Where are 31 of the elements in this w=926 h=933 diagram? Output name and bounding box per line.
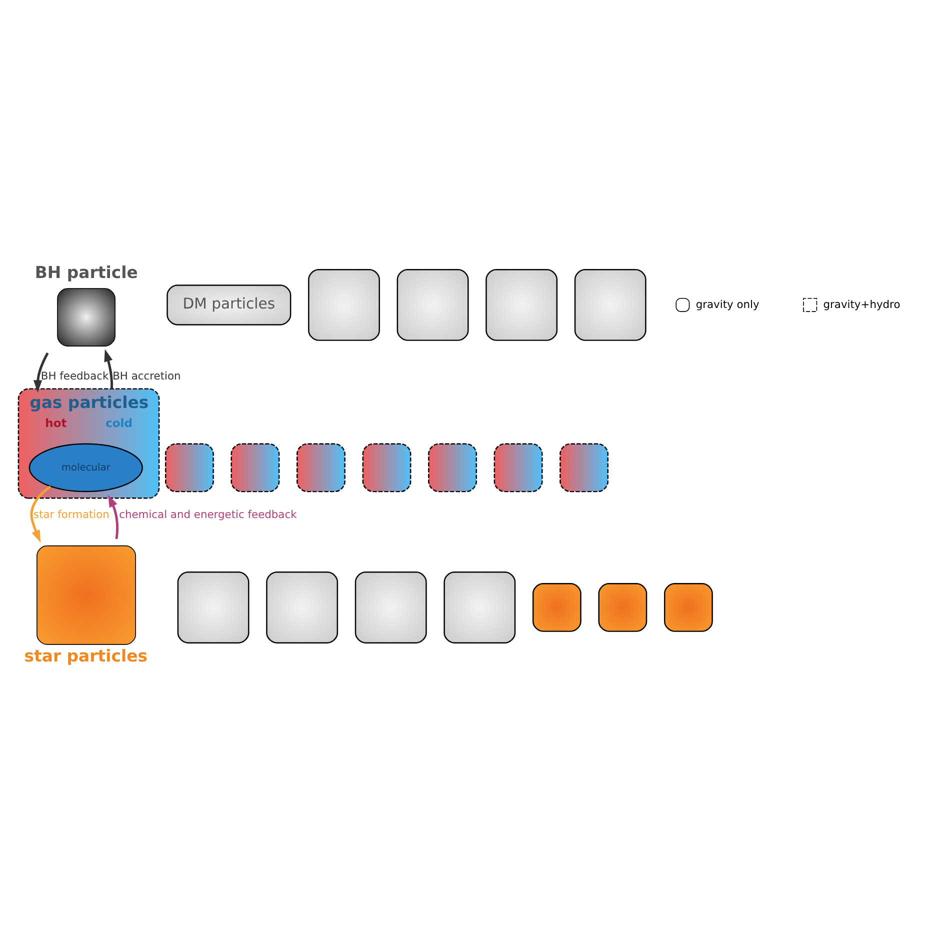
- legend-label: gravity+hydro: [823, 298, 900, 311]
- node-box: [494, 443, 543, 492]
- node-box: [177, 572, 250, 644]
- node-ellipse: molecular: [28, 443, 143, 492]
- edge-label: chemical and energetic feedback: [119, 508, 297, 522]
- edge-label: BH accretion: [112, 369, 181, 382]
- edge-label: BH feedback: [40, 369, 109, 382]
- node-box: [230, 443, 280, 492]
- node-box: [574, 269, 646, 341]
- arrow: [104, 349, 114, 389]
- node-box: [598, 583, 648, 632]
- node-box: [296, 443, 346, 492]
- node-box: [354, 572, 427, 644]
- node-box: [560, 443, 608, 492]
- node-box: [664, 583, 713, 632]
- arrow: [33, 352, 49, 393]
- node-box: [428, 443, 477, 492]
- arrow: [108, 494, 119, 540]
- node-box: [362, 443, 412, 492]
- node-box: [486, 269, 558, 341]
- node-label: star particles: [24, 646, 148, 666]
- node-box: [444, 572, 516, 644]
- edge-label: star formation: [34, 508, 110, 522]
- node-label: BH particle: [34, 262, 138, 282]
- node-box: [308, 269, 380, 341]
- node-box: DM particles: [166, 284, 292, 326]
- node-box: [266, 572, 338, 644]
- node-box: [396, 269, 469, 341]
- legend-label: gravity only: [696, 298, 760, 311]
- node-box: [165, 443, 214, 492]
- node-box: [532, 583, 582, 632]
